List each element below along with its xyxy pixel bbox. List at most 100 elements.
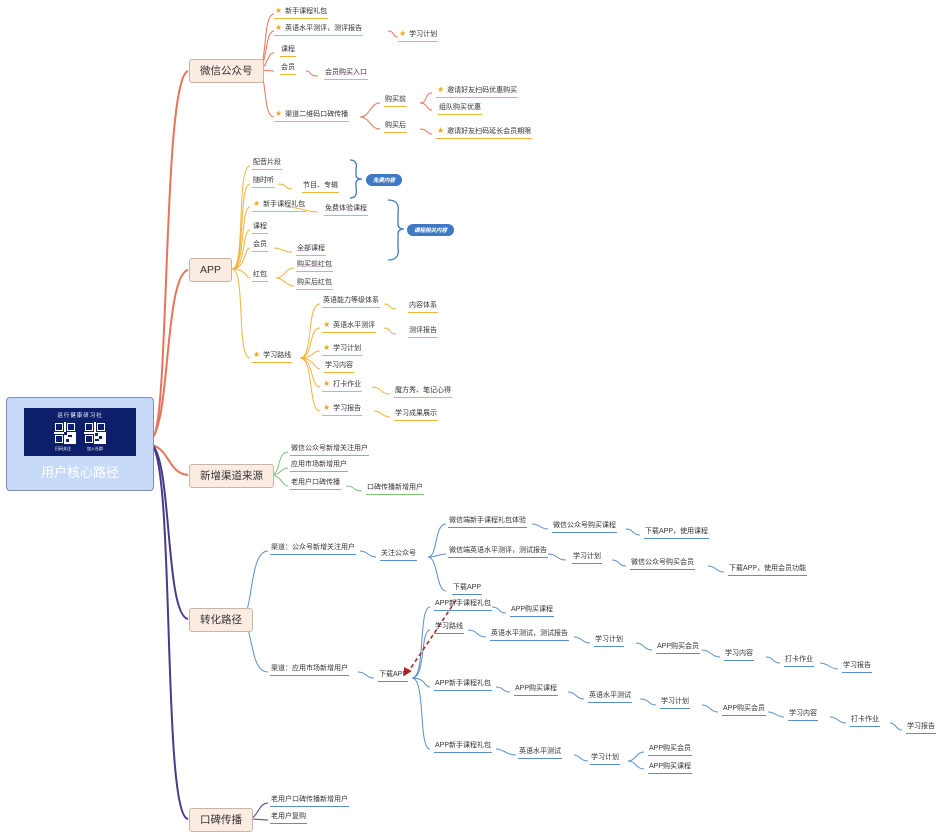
- node-convert-w2[interactable]: 微信端英语水平测评，测试报告: [448, 546, 548, 558]
- node-app-level-test[interactable]: ★英语水平测评: [322, 320, 377, 333]
- node-app-test-report[interactable]: 测评报告: [408, 326, 438, 338]
- star-icon: ★: [323, 320, 331, 329]
- root-node[interactable]: 运行健康研习社 扫码关注 加入社群 用户核心路径: [6, 397, 154, 491]
- node-convert-a2b[interactable]: 学习计划: [594, 635, 624, 647]
- node-convert-download[interactable]: 下载APP: [378, 670, 409, 682]
- node-app-study-plan[interactable]: ★学习计划: [322, 343, 363, 356]
- node-app-content-sys[interactable]: 内容体系: [408, 301, 438, 313]
- node-wechat-qr[interactable]: ★渠道二维码口碑传播: [274, 109, 350, 122]
- node-app-newbie[interactable]: ★新手课程礼包: [252, 199, 307, 212]
- node-channel-wom[interactable]: 口碑传播新增用户: [366, 483, 424, 495]
- star-icon: ★: [437, 126, 445, 135]
- node-convert-a2[interactable]: 学习路线: [434, 622, 464, 634]
- node-channel-old-user[interactable]: 老用户口碑传播: [290, 478, 341, 490]
- star-icon: ★: [323, 379, 331, 388]
- node-wom-new[interactable]: 老用户口碑传播新增用户: [270, 795, 349, 807]
- tag-free-content: 免费内容: [366, 174, 403, 186]
- node-convert-a3d[interactable]: APP购买会员: [722, 704, 767, 716]
- node-convert-a2d[interactable]: 学习内容: [724, 649, 754, 661]
- node-label: 学习路线: [263, 352, 292, 359]
- node-wechat-invite2[interactable]: ★邀请好友扫码延长会员期限: [436, 126, 533, 139]
- node-convert-a4b[interactable]: 学习计划: [590, 753, 620, 765]
- node-convert-ch2[interactable]: 渠道：应用市场新增用户: [270, 664, 349, 676]
- branch-convert[interactable]: 转化路径: [189, 608, 253, 632]
- node-convert-a2c[interactable]: APP购买会员: [656, 642, 701, 654]
- node-app-rp-after[interactable]: 购买后红包: [296, 278, 333, 290]
- root-title: 用户核心路径: [40, 465, 119, 480]
- node-convert-a2a[interactable]: 英语水平测试，测试报告: [490, 629, 569, 641]
- node-app-study-report[interactable]: ★学习报告: [322, 403, 363, 416]
- node-convert-a3a[interactable]: APP购买课程: [514, 684, 559, 696]
- node-app-checkin[interactable]: ★打卡作业: [322, 379, 363, 392]
- node-convert-a3c[interactable]: 学习计划: [660, 697, 690, 709]
- star-icon: ★: [323, 403, 331, 412]
- branch-channel[interactable]: 新增渠道来源: [189, 464, 274, 488]
- node-app-level-sys[interactable]: 英语能力等级体系: [322, 296, 380, 308]
- node-app-magic[interactable]: 魔方秀、笔记心得: [394, 386, 452, 398]
- qr-card-title: 运行健康研习社: [57, 413, 103, 419]
- star-icon: ★: [275, 109, 283, 118]
- node-wechat-test[interactable]: ★英语水平测评，测评报告: [274, 23, 364, 36]
- node-convert-a4[interactable]: APP新手课程礼包: [434, 741, 493, 753]
- node-convert-ch1[interactable]: 渠道：公众号新增关注用户: [270, 543, 356, 555]
- node-channel-market[interactable]: 应用市场新增用户: [290, 460, 348, 472]
- node-convert-w1[interactable]: 微信端新手课程礼包体验: [448, 516, 527, 528]
- star-icon: ★: [275, 6, 283, 15]
- node-wechat-member-entry[interactable]: 会员购买入口: [324, 68, 368, 80]
- node-wechat-plan[interactable]: ★学习计划: [398, 29, 439, 42]
- node-wechat-invite1[interactable]: ★邀请好友扫码优惠购买: [436, 85, 519, 98]
- node-convert-w2a[interactable]: 学习计划: [572, 552, 602, 564]
- node-wechat-before[interactable]: 购买前: [384, 95, 407, 107]
- node-wechat-newbie[interactable]: ★新手课程礼包: [274, 6, 329, 19]
- node-wechat-after[interactable]: 购买后: [384, 121, 407, 133]
- node-label: 英语水平测评: [333, 322, 376, 329]
- node-convert-a3f[interactable]: 打卡作业: [850, 715, 880, 727]
- node-app-redpack[interactable]: 红包: [252, 270, 268, 282]
- node-convert-w2c[interactable]: 下载APP，使用会员功能: [728, 564, 808, 576]
- qr-caption: 加入社群: [87, 446, 103, 451]
- qr-caption: 扫码关注: [55, 446, 71, 451]
- node-convert-w1b[interactable]: 下载APP，使用课程: [644, 527, 710, 539]
- node-app-study-content[interactable]: 学习内容: [324, 361, 354, 373]
- node-label: 渠道二维码口碑传播: [285, 111, 349, 118]
- node-app-trial[interactable]: 免费体验课程: [324, 204, 368, 216]
- star-icon: ★: [437, 85, 445, 94]
- node-wechat-member[interactable]: 会员: [280, 63, 296, 75]
- star-icon: ★: [399, 29, 407, 38]
- node-convert-a1[interactable]: APP新手课程礼包: [434, 599, 493, 611]
- node-label: 邀请好友扫码延长会员期限: [447, 128, 532, 135]
- node-app-course[interactable]: 课程: [252, 222, 268, 234]
- node-convert-a2e[interactable]: 打卡作业: [784, 655, 814, 667]
- node-label: 学习报告: [333, 405, 362, 412]
- node-convert-follow[interactable]: 关注公众号: [380, 549, 417, 561]
- node-convert-w2b[interactable]: 微信公众号购买会员: [630, 558, 695, 570]
- node-wechat-course[interactable]: 课程: [280, 45, 296, 57]
- node-app-member[interactable]: 会员: [252, 240, 268, 252]
- node-convert-a3e[interactable]: 学习内容: [788, 709, 818, 721]
- node-convert-a4a[interactable]: 英语水平测试: [518, 747, 562, 759]
- node-app-route[interactable]: ★学习路线: [252, 350, 293, 363]
- branch-wechat[interactable]: 微信公众号: [189, 59, 264, 83]
- node-convert-a4c[interactable]: APP购买会员: [648, 744, 693, 756]
- node-wechat-group[interactable]: 组队购买优惠: [438, 103, 482, 115]
- node-app-all-courses[interactable]: 全部课程: [296, 244, 326, 256]
- node-convert-a1a[interactable]: APP购买课程: [510, 605, 555, 617]
- node-app-programs[interactable]: 节目、专辑: [302, 181, 339, 193]
- node-convert-a4d[interactable]: APP购买课程: [648, 762, 693, 774]
- node-channel-wechat[interactable]: 微信公众号新增关注用户: [290, 444, 369, 456]
- node-app-dub[interactable]: 配音片段: [252, 158, 282, 170]
- node-convert-a3g[interactable]: 学习报告: [906, 722, 936, 734]
- node-app-rp-before[interactable]: 购买前红包: [296, 260, 333, 272]
- node-convert-a2f[interactable]: 学习报告: [842, 661, 872, 673]
- node-convert-w1a[interactable]: 微信公众号购买课程: [552, 521, 617, 533]
- node-wom-repurchase[interactable]: 老用户复购: [270, 812, 307, 824]
- node-app-listen[interactable]: 随时听: [252, 176, 275, 188]
- node-convert-a3b[interactable]: 英语水平测试: [588, 691, 632, 703]
- branch-app[interactable]: APP: [189, 258, 233, 282]
- node-convert-a3[interactable]: APP新手课程礼包: [434, 679, 493, 691]
- star-icon: ★: [253, 199, 261, 208]
- node-convert-w3[interactable]: 下载APP: [452, 583, 483, 595]
- qr-code-icon: [54, 422, 76, 444]
- node-app-result[interactable]: 学习成果展示: [394, 409, 438, 421]
- branch-wom[interactable]: 口碑传播: [189, 808, 253, 832]
